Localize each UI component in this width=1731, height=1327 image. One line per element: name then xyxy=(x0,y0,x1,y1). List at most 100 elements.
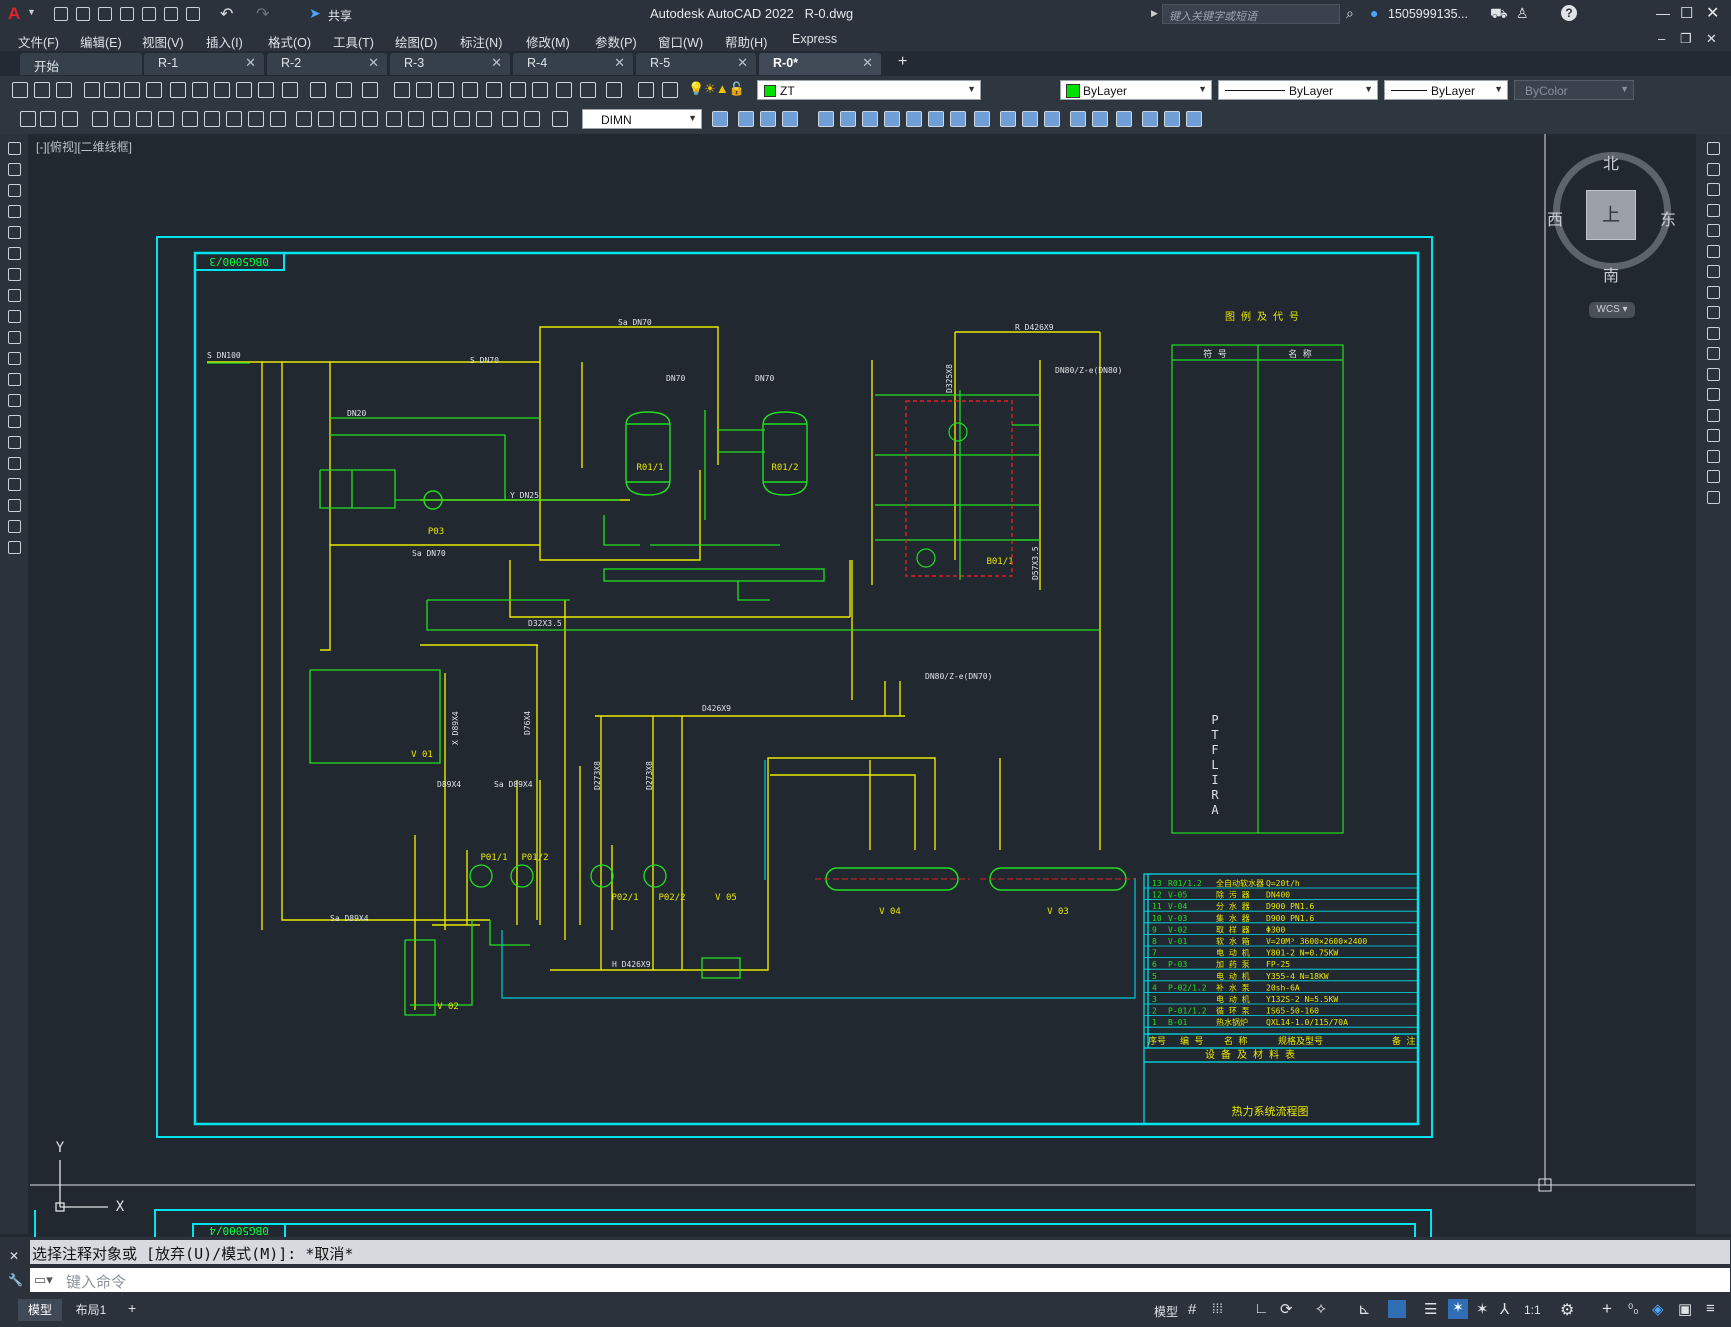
toolbar-tool-icon[interactable] xyxy=(502,111,518,127)
toolbar-tool-icon[interactable] xyxy=(40,111,56,127)
menu-draw[interactable]: 绘图(D) xyxy=(395,36,438,50)
toolbar-tool-icon[interactable] xyxy=(408,111,424,127)
toolbar-tool-icon[interactable] xyxy=(340,111,356,127)
draw-tool-icon[interactable] xyxy=(8,247,21,260)
toolbar-tool-icon[interactable] xyxy=(1186,111,1202,127)
tab-r0[interactable]: R-0*✕ xyxy=(759,53,881,75)
toolbar-tool-icon[interactable] xyxy=(1070,111,1086,127)
toolbar-tool-icon[interactable] xyxy=(114,111,130,127)
modify-tool-icon[interactable] xyxy=(1707,244,1720,258)
modify-tool-icon[interactable] xyxy=(1707,347,1720,360)
help-icon[interactable]: ? xyxy=(1561,5,1577,21)
modify-tool-icon[interactable] xyxy=(1707,326,1720,340)
toolbar-tool-icon[interactable] xyxy=(462,82,478,98)
viewcube-face[interactable]: 上 xyxy=(1586,190,1636,240)
toolbar-tool-icon[interactable] xyxy=(282,82,298,98)
user-name[interactable]: 1505999135... xyxy=(1388,7,1468,21)
toolbar-tool-icon[interactable] xyxy=(638,82,654,98)
toolbar-tool-icon[interactable] xyxy=(158,111,174,127)
new-tab-icon[interactable]: + xyxy=(898,53,908,70)
draw-tool-icon[interactable] xyxy=(8,478,21,491)
snap-icon[interactable]: ⁞⁞⁞ xyxy=(1212,1301,1223,1316)
save-web-icon[interactable] xyxy=(164,7,178,21)
tab-r5[interactable]: R-5✕ xyxy=(636,53,756,75)
grid-icon[interactable]: # xyxy=(1188,1301,1197,1318)
wcs-menu[interactable]: WCS ▾ xyxy=(1589,302,1635,318)
toolbar-tool-icon[interactable] xyxy=(386,111,402,127)
modify-tool-icon[interactable] xyxy=(1707,224,1720,237)
menu-parametric[interactable]: 参数(P) xyxy=(595,36,637,50)
lineweight-dropdown[interactable]: ByLayer ▼ xyxy=(1384,80,1508,100)
tab-r3[interactable]: R-3✕ xyxy=(390,53,510,75)
toolbar-tool-icon[interactable] xyxy=(34,82,50,98)
toolbar-tool-icon[interactable] xyxy=(486,82,502,98)
autocad-logo-icon[interactable]: A xyxy=(8,4,21,23)
close-tab-icon[interactable]: ✕ xyxy=(368,55,379,70)
toolbar-tool-icon[interactable] xyxy=(84,82,100,98)
toolbar-tool-icon[interactable] xyxy=(124,82,140,98)
draw-tool-icon[interactable] xyxy=(8,268,21,281)
tab-r4[interactable]: R-4✕ xyxy=(513,53,633,75)
customize-command-icon[interactable]: 🔧 xyxy=(8,1273,23,1287)
new-file-icon[interactable] xyxy=(54,7,68,21)
draw-tool-icon[interactable] xyxy=(8,457,21,470)
draw-tool-icon[interactable] xyxy=(8,142,21,155)
viewcube[interactable] xyxy=(1553,152,1671,270)
linetype-dropdown[interactable]: ByLayer ▼ xyxy=(1218,80,1378,100)
toolbar-tool-icon[interactable] xyxy=(862,111,878,127)
toolbar-tool-icon[interactable] xyxy=(928,111,944,127)
search-input[interactable]: 键入关键字或短语 xyxy=(1162,4,1340,24)
compass-east[interactable]: 东 xyxy=(1660,212,1677,229)
draw-tool-icon[interactable] xyxy=(8,310,21,323)
redo-icon[interactable]: ↷ xyxy=(256,6,270,23)
toolbar-tool-icon[interactable] xyxy=(258,82,274,98)
toolbar-tool-icon[interactable] xyxy=(840,111,856,127)
toolbar-tool-icon[interactable] xyxy=(394,82,410,98)
undo-icon[interactable]: ↶ xyxy=(220,6,234,23)
modify-tool-icon[interactable] xyxy=(1707,367,1720,381)
search-icon[interactable]: ⌕ xyxy=(1346,5,1354,21)
open-web-icon[interactable] xyxy=(142,7,156,21)
modify-tool-icon[interactable] xyxy=(1707,203,1720,217)
isolate-objects-icon[interactable]: ◈ xyxy=(1652,1301,1664,1318)
toolbar-tool-icon[interactable] xyxy=(1022,111,1038,127)
toolbar-tool-icon[interactable] xyxy=(818,111,834,127)
save-icon[interactable] xyxy=(98,7,112,21)
toolbar-tool-icon[interactable] xyxy=(884,111,900,127)
toolbar-tool-icon[interactable] xyxy=(204,111,220,127)
dimstyle-dropdown[interactable]: DIMN ▼ xyxy=(582,109,702,129)
autodesk-account-icon[interactable]: ♙ xyxy=(1516,5,1529,21)
units-icon[interactable]: ⁰₀ xyxy=(1628,1301,1639,1316)
toolbar-tool-icon[interactable] xyxy=(712,111,728,127)
toolbar-tool-icon[interactable] xyxy=(362,82,378,98)
modify-tool-icon[interactable] xyxy=(1707,449,1720,463)
menu-window[interactable]: 窗口(W) xyxy=(658,36,704,50)
modify-tool-icon[interactable] xyxy=(1707,162,1720,176)
modify-tool-icon[interactable] xyxy=(1707,285,1720,299)
lineweight-icon[interactable]: ☰ xyxy=(1424,1301,1438,1318)
share-icon[interactable]: ➤ xyxy=(309,5,321,21)
close-command-icon[interactable]: ✕ xyxy=(9,1249,20,1263)
toolbar-tool-icon[interactable] xyxy=(214,82,230,98)
tab-start[interactable]: 开始 xyxy=(20,53,142,75)
hardware-acceleration-icon[interactable]: ▣ xyxy=(1678,1301,1693,1318)
toolbar-tool-icon[interactable] xyxy=(136,111,152,127)
layout1-tab[interactable]: 布局1 xyxy=(68,1299,114,1321)
menu-insert[interactable]: 插入(I) xyxy=(206,36,243,50)
toolbar-tool-icon[interactable] xyxy=(556,82,572,98)
close-tab-icon[interactable]: ✕ xyxy=(245,55,256,70)
toolbar-tool-icon[interactable] xyxy=(782,111,798,127)
draw-tool-icon[interactable] xyxy=(8,394,21,407)
menu-edit[interactable]: 编辑(E) xyxy=(80,36,122,50)
save-as-icon[interactable] xyxy=(120,7,134,21)
toolbar-tool-icon[interactable] xyxy=(56,82,72,98)
model-tab[interactable]: 模型 xyxy=(18,1299,62,1321)
toolbar-tool-icon[interactable] xyxy=(248,111,264,127)
menu-express[interactable]: Express xyxy=(792,32,838,46)
draw-tool-icon[interactable] xyxy=(8,415,21,428)
menu-dimension[interactable]: 标注(N) xyxy=(460,36,503,50)
draw-tool-icon[interactable] xyxy=(8,373,21,386)
model-space-button[interactable]: 模型 xyxy=(1154,1305,1179,1319)
toolbar-tool-icon[interactable] xyxy=(296,111,312,127)
modify-tool-icon[interactable] xyxy=(1707,408,1720,422)
